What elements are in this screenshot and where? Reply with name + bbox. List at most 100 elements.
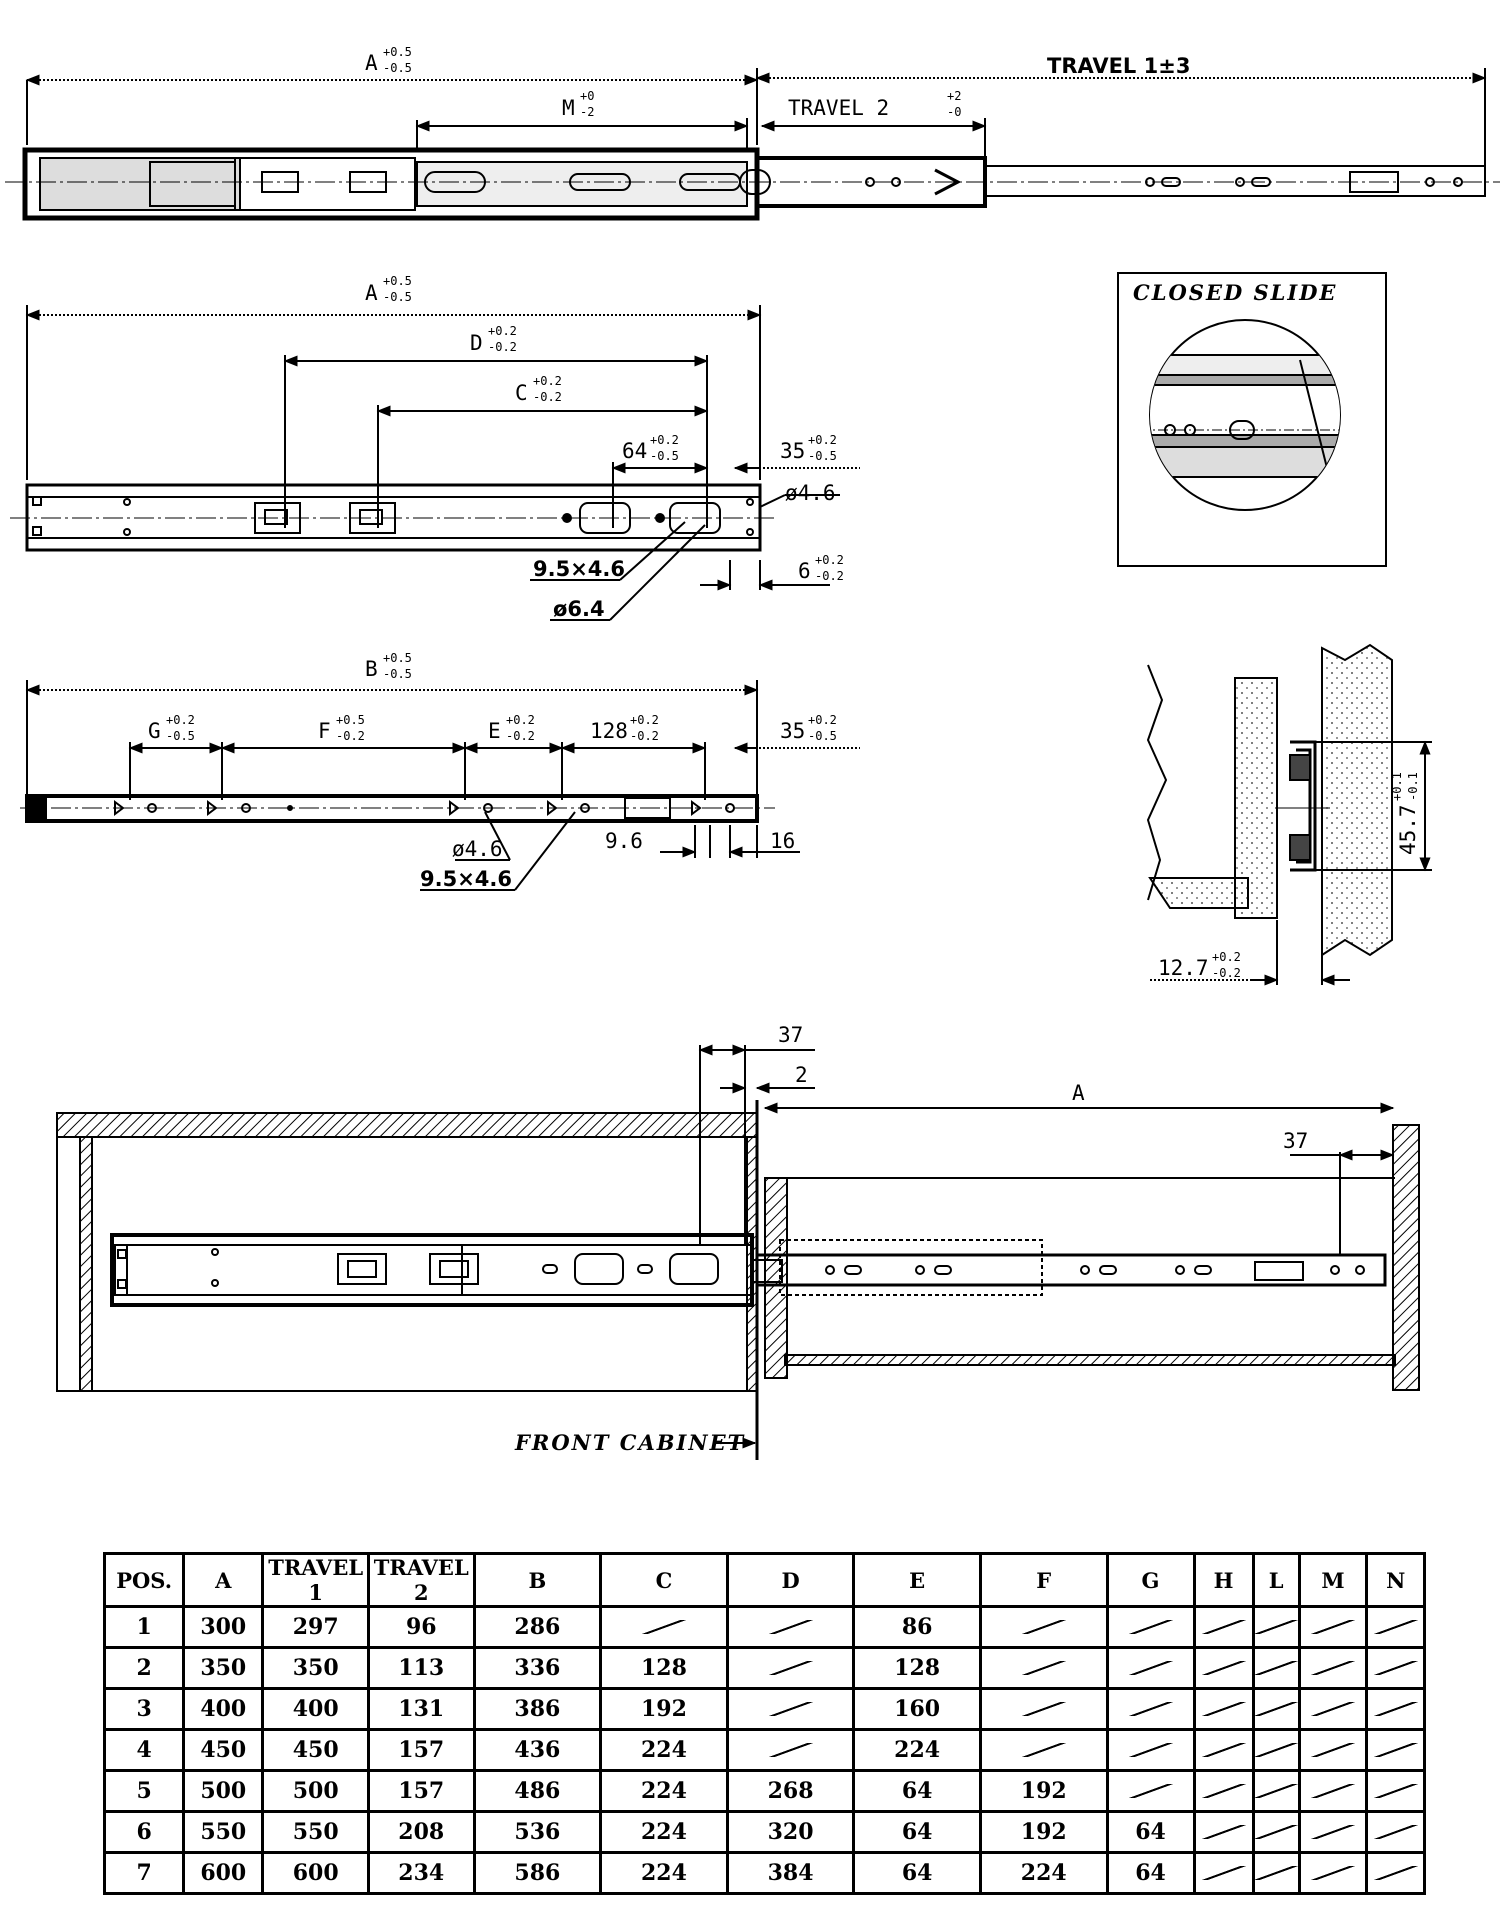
table-cell: 586 (472, 1851, 603, 1895)
header-h: H (1192, 1552, 1255, 1608)
table-cell: 386 (472, 1687, 603, 1731)
table-cell: 436 (472, 1728, 603, 1772)
dim-hole2-label: ø6.4 (553, 597, 605, 621)
dim-a-tol-lower: -0.5 (383, 61, 412, 75)
header-pos: POS. (102, 1552, 186, 1608)
closed-slide-detail (1117, 272, 1387, 567)
table-cell: 157 (366, 1769, 476, 1813)
table-cell: 192 (599, 1687, 729, 1731)
table-cell (1365, 1851, 1426, 1895)
table-cell: 192 (978, 1769, 1109, 1813)
dim-hole3-label: ø4.6 (452, 837, 503, 861)
header-a: A (182, 1552, 265, 1608)
table-cell (1365, 1769, 1426, 1813)
table-cell: 224 (599, 1728, 729, 1772)
dim-b-tol-upper: +0.5 (383, 651, 412, 665)
table-cell: 64 (1105, 1851, 1196, 1895)
table-cell: 320 (725, 1810, 856, 1854)
dim-37b-label: 37 (1283, 1129, 1308, 1153)
header-m: M (1297, 1552, 1369, 1608)
dim-m-tol-upper: +0 (580, 89, 594, 103)
dim-c-tol-upper: +0.2 (533, 374, 562, 388)
table-cell: 4 (102, 1728, 186, 1772)
table-cell (1251, 1687, 1301, 1731)
dim-travel2-tol-lower: -0 (947, 105, 961, 119)
table-cell (1105, 1687, 1196, 1731)
table-cell (1192, 1728, 1255, 1772)
table-cell (1251, 1769, 1301, 1813)
dim-d-tol-upper: +0.2 (488, 324, 517, 338)
table-cell: 550 (182, 1810, 265, 1854)
table-cell: 500 (182, 1769, 265, 1813)
dim-f-tol-lower: -0.2 (336, 729, 365, 743)
table-cell: 128 (852, 1646, 982, 1690)
table-cell (1365, 1687, 1426, 1731)
table-cell (1297, 1605, 1369, 1649)
table-cell: 336 (472, 1646, 603, 1690)
dim-a2-tol-upper: +0.5 (383, 274, 412, 288)
table-cell (1365, 1646, 1426, 1690)
table-cell (1251, 1605, 1301, 1649)
header-e: E (852, 1552, 982, 1608)
dim-12-label: 12.7 (1158, 956, 1209, 980)
table-cell: 128 (599, 1646, 729, 1690)
dim-2-label: 2 (795, 1063, 808, 1087)
dim-m-tol-lower: -2 (580, 105, 594, 119)
dim-45-label: 45.7 (1396, 804, 1420, 855)
table-cell (1192, 1646, 1255, 1690)
drawing-installation (56, 1044, 1420, 1460)
dim-f-tol-upper: +0.5 (336, 713, 365, 727)
table-cell (978, 1605, 1109, 1649)
dim-35-tol-upper: +0.2 (808, 433, 837, 447)
table-cell: 64 (852, 1810, 982, 1854)
dim-45-tol-lower: -0.1 (1406, 772, 1420, 801)
dim-45-group: 45.7 +0.1 -0.1 (1390, 772, 1420, 855)
table-cell (725, 1605, 856, 1649)
table-cell (1105, 1769, 1196, 1813)
dim-a-label: A (365, 51, 378, 75)
table-cell: 297 (261, 1605, 370, 1649)
table-cell (1297, 1687, 1369, 1731)
dim-travel2-label: TRAVEL 2 (788, 96, 889, 120)
table-cell (1251, 1728, 1301, 1772)
dim-35b-label: 35 (780, 719, 805, 743)
table-cell: 536 (472, 1810, 603, 1854)
table-cell (1251, 1646, 1301, 1690)
header-c: C (599, 1552, 729, 1608)
dim-g-label: G (148, 719, 161, 743)
dim-64-label: 64 (622, 439, 647, 463)
table-cell: 224 (599, 1769, 729, 1813)
table-cell (1297, 1646, 1369, 1690)
dim-37a-label: 37 (778, 1023, 803, 1047)
header-travel2: TRAVEL 2 (366, 1552, 476, 1608)
table-cell (1192, 1851, 1255, 1895)
dim-35b-tol-lower: -0.5 (808, 729, 837, 743)
dimensions-table: POS. A TRAVEL 1 TRAVEL 2 B C D E F G H L… (102, 1552, 1426, 1895)
table-cell: 300 (182, 1605, 265, 1649)
table-cell: 64 (852, 1851, 982, 1895)
table-cell: 224 (599, 1851, 729, 1895)
drawing-extended-slide (5, 68, 1500, 221)
front-cabinet-label: FRONT CABINET (514, 1430, 745, 1455)
dim-c-label: C (515, 381, 528, 405)
table-cell: 86 (852, 1605, 982, 1649)
dim-64-tol-lower: -0.5 (650, 449, 679, 463)
dim-d-label: D (470, 331, 483, 355)
table-cell: 600 (182, 1851, 265, 1895)
table-cell: 286 (472, 1605, 603, 1649)
table-cell (1297, 1851, 1369, 1895)
table-cell (725, 1728, 856, 1772)
table-cell (1192, 1769, 1255, 1813)
table-cell: 64 (1105, 1810, 1196, 1854)
dim-12-tol-lower: -0.2 (1212, 966, 1241, 980)
table-cell (1192, 1687, 1255, 1731)
table-cell: 208 (366, 1810, 476, 1854)
table-cell (1297, 1810, 1369, 1854)
dim-35-tol-lower: -0.5 (808, 449, 837, 463)
header-d: D (725, 1552, 856, 1608)
dim-e-tol-upper: +0.2 (506, 713, 535, 727)
header-n: N (1365, 1552, 1426, 1608)
